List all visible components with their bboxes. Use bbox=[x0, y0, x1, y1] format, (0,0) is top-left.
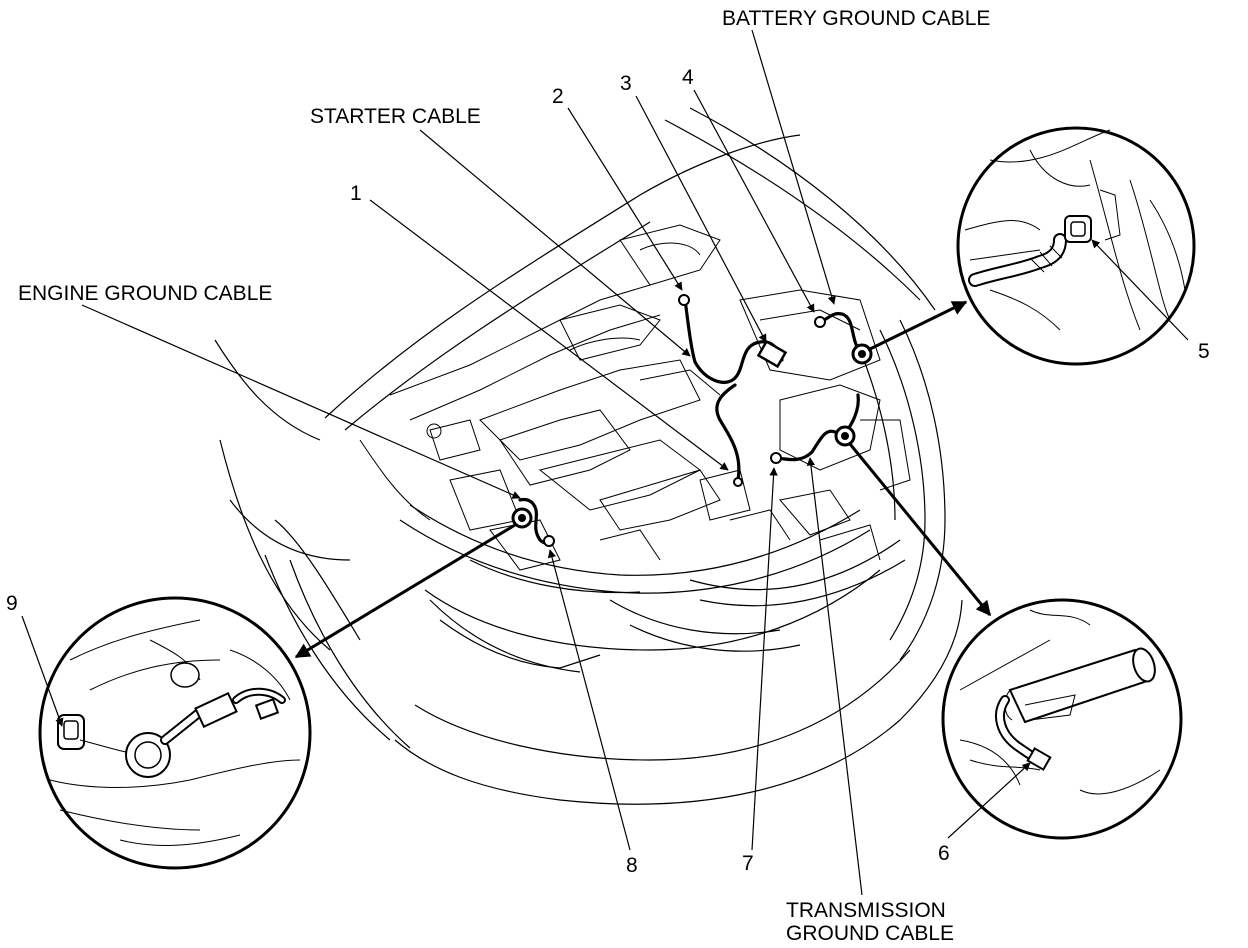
detail-view-engine-ground bbox=[38, 596, 312, 870]
callout-1: 1 bbox=[350, 182, 362, 205]
label-transmission-line1: TRANSMISSION bbox=[786, 899, 946, 922]
callout-9: 9 bbox=[6, 592, 18, 615]
cables bbox=[511, 294, 873, 547]
label-battery-ground-cable: BATTERY GROUND CABLE bbox=[722, 7, 990, 30]
callout-5: 5 bbox=[1198, 340, 1210, 363]
callout-4: 4 bbox=[682, 66, 694, 89]
labels: BATTERY GROUND CABLE STARTER CABLE ENGIN… bbox=[6, 7, 1210, 945]
label-starter-cable: STARTER CABLE bbox=[310, 105, 481, 128]
callout-6: 6 bbox=[938, 842, 950, 865]
engine-details bbox=[359, 224, 911, 571]
callout-3: 3 bbox=[620, 72, 632, 95]
detail-view-battery-ground bbox=[956, 126, 1196, 366]
leader-lines bbox=[21, 29, 1189, 896]
callout-7: 7 bbox=[742, 852, 754, 875]
detail-view-transmission-ground bbox=[941, 598, 1183, 840]
vehicle-body bbox=[214, 107, 963, 805]
callout-8: 8 bbox=[626, 854, 638, 877]
label-engine-ground-cable: ENGINE GROUND CABLE bbox=[18, 282, 272, 305]
detail-arrows bbox=[294, 300, 992, 659]
label-transmission-line2: GROUND CABLE bbox=[786, 922, 954, 945]
callout-2: 2 bbox=[552, 85, 564, 108]
